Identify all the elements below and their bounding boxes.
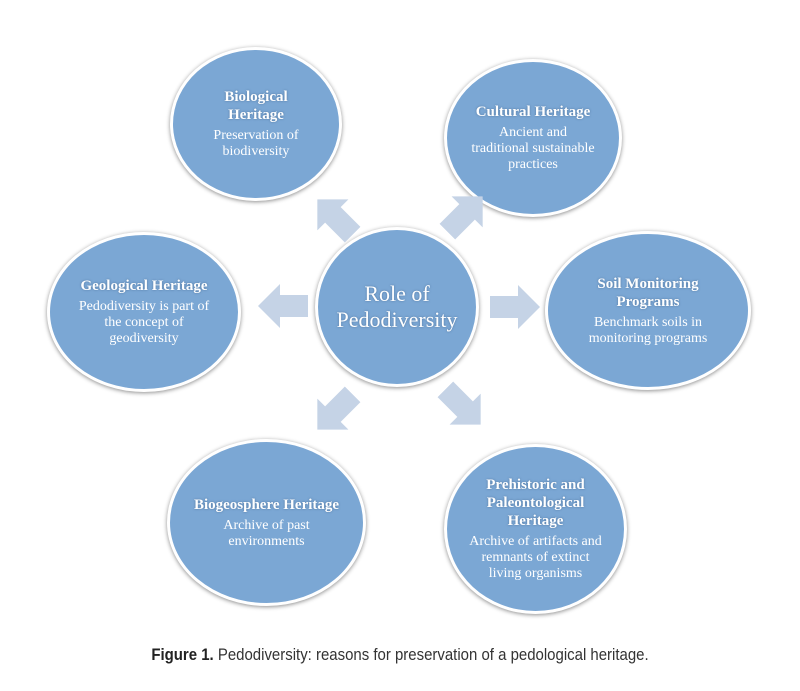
arrow-down-left-icon <box>317 386 361 430</box>
node-desc: Preservation of biodiversity <box>213 128 299 159</box>
node-title: Cultural Heritage <box>475 104 591 120</box>
center-node: Role of Pedodiversity <box>315 227 479 387</box>
node-title: Biological Heritage <box>224 89 288 123</box>
arrow-up-left-icon <box>317 199 361 243</box>
node-prehistoric-heritage: Prehistoric and Paleontological Heritage… <box>444 444 627 614</box>
node-desc: Archive of past environments <box>223 517 310 549</box>
node-cultural-heritage: Cultural Heritage Ancient and traditiona… <box>444 59 622 217</box>
node-desc: Archive of artifacts and remnants of ext… <box>469 534 602 581</box>
arrow-down-right-icon <box>437 381 481 425</box>
caption-text: Pedodiversity: reasons for preservation … <box>213 645 649 664</box>
node-desc: Ancient and traditional sustainable prac… <box>471 125 595 172</box>
node-soil-monitoring: Soil Monitoring Programs Benchmark soils… <box>545 231 751 390</box>
node-geological-heritage: Geological Heritage Pedodiversity is par… <box>47 232 241 392</box>
node-title: Soil Monitoring Programs <box>597 275 699 310</box>
arrow-up-right-icon <box>439 196 483 240</box>
node-biological-heritage: Biological Heritage Preservation of biod… <box>170 47 342 201</box>
node-biogeosphere-heritage: Biogeosphere Heritage Archive of past en… <box>167 439 366 606</box>
arrow-right-icon <box>490 285 540 329</box>
caption-label: Figure 1. <box>151 645 214 664</box>
node-title: Biogeosphere Heritage <box>193 496 340 513</box>
node-desc: Benchmark soils in monitoring programs <box>588 314 708 346</box>
figure-caption: Figure 1. Pedodiversity: reasons for pre… <box>48 645 752 665</box>
node-title: Prehistoric and Paleontological Heritage <box>486 477 585 529</box>
arrow-left-icon <box>258 284 308 328</box>
center-title: Role of Pedodiversity <box>336 281 458 332</box>
node-desc: Pedodiversity is part of the concept of … <box>78 299 210 346</box>
node-title: Geological Heritage <box>80 278 208 294</box>
